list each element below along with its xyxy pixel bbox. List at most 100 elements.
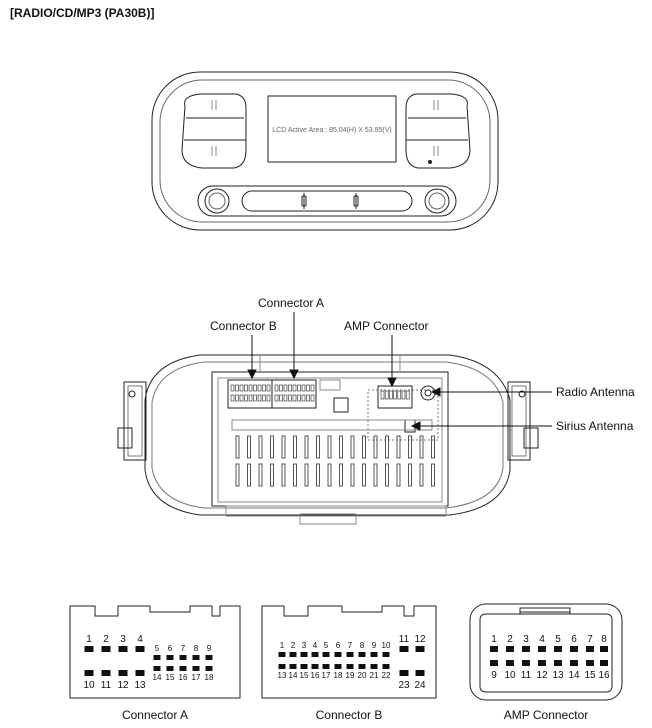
pin-number: 15	[584, 670, 596, 681]
rear-pin	[288, 394, 292, 402]
rear-pin	[389, 390, 393, 400]
pin-cavity	[334, 652, 342, 657]
fin	[293, 463, 297, 487]
rear-pin	[292, 384, 297, 392]
fin	[350, 435, 355, 459]
rear-pin	[274, 394, 279, 402]
rear-pin	[310, 394, 315, 402]
rear-pin	[292, 394, 297, 402]
connector-a-shape	[69, 605, 241, 699]
pin-number: 2	[507, 634, 513, 645]
rear-pin	[239, 394, 244, 402]
fin	[235, 463, 240, 487]
pin-number: 6	[168, 644, 173, 653]
rear-pin	[283, 384, 288, 392]
pin-number: 1	[86, 634, 92, 645]
pin-number: 22	[382, 671, 391, 680]
rear-pin	[257, 394, 262, 402]
fin	[270, 463, 274, 487]
rear-pin	[306, 394, 310, 402]
pin-cavity	[84, 646, 94, 652]
pin-number: 4	[539, 634, 545, 645]
pin-cavity	[153, 666, 161, 671]
pin-cavity	[382, 664, 390, 669]
pin-cavity	[166, 655, 174, 660]
pin-cavity	[346, 652, 354, 657]
rear-pin	[239, 384, 244, 392]
fin	[258, 463, 263, 487]
connector-b-shape	[261, 605, 437, 699]
pin-cavity	[506, 646, 514, 652]
pin-cavity	[179, 666, 187, 671]
pin-number: 19	[346, 671, 355, 680]
rear-connector-pins	[230, 384, 410, 402]
pin-cavity	[346, 664, 354, 669]
fin	[327, 463, 332, 487]
rear-pin	[301, 384, 306, 392]
page-title: [RADIO/CD/MP3 (PA30B)]	[10, 6, 155, 20]
rear-pin	[401, 390, 406, 400]
sirius-antenna-label: Sirius Antenna	[556, 419, 634, 433]
fin	[396, 463, 401, 487]
fin	[431, 435, 435, 459]
pin-cavity	[192, 655, 200, 660]
fin	[373, 463, 378, 487]
pin-number: 9	[491, 670, 497, 681]
fin	[408, 435, 412, 459]
rear-pin	[279, 384, 283, 392]
pin-cavity	[399, 670, 409, 676]
pin-cavity	[538, 660, 546, 666]
rear-pin	[380, 390, 385, 400]
rear-pin	[279, 394, 283, 402]
pin-number: 10	[504, 670, 516, 681]
pin-number: 16	[311, 671, 320, 680]
pin-cavity	[192, 666, 200, 671]
rear-pin	[262, 384, 266, 392]
rear-pin	[266, 394, 271, 402]
pin-number: 5	[324, 641, 329, 650]
pin-number: 4	[313, 641, 318, 650]
pin-number: 2	[291, 641, 296, 650]
rear-pin	[405, 390, 410, 400]
pin-number: 7	[348, 641, 353, 650]
fin	[316, 463, 320, 487]
pin-cavity	[586, 660, 594, 666]
rear-pin	[297, 394, 301, 402]
radio-antenna-label: Radio Antenna	[556, 385, 635, 399]
pin-cavity	[554, 646, 562, 652]
pin-cavity	[153, 655, 161, 660]
pin-cavity	[358, 664, 366, 669]
pin-cavity	[300, 664, 308, 669]
pin-number: 14	[153, 673, 162, 682]
pin-cavity	[506, 660, 514, 666]
pin-cavity	[300, 652, 308, 657]
pin-number: 13	[552, 670, 564, 681]
pin-number: 10	[83, 680, 95, 691]
pin-number: 13	[134, 680, 146, 691]
lcd-text: LCD Active Area : 85.04(H) X 53.85(V)	[272, 127, 391, 134]
fin	[431, 463, 435, 487]
pin-number: 8	[601, 634, 607, 645]
pin-cavity	[370, 664, 378, 669]
rear-pin	[274, 384, 279, 392]
pin-cavity	[522, 646, 530, 652]
fin	[316, 435, 320, 459]
pin-cavity	[570, 646, 578, 652]
pin-number: 2	[103, 634, 109, 645]
pin-cavity	[538, 646, 546, 652]
pin-number: 12	[117, 680, 129, 691]
pin-number: 11	[521, 670, 532, 681]
rear-pin	[244, 384, 248, 392]
pin-cavity	[554, 660, 562, 666]
pin-cavity	[118, 646, 128, 652]
pin-cavity	[289, 664, 297, 669]
fin	[293, 435, 297, 459]
rear-pin	[384, 390, 389, 400]
pin-number: 12	[536, 670, 548, 681]
rear-pin	[257, 384, 262, 392]
right-button-cluster	[405, 93, 471, 169]
rear-pin	[235, 394, 239, 402]
fin	[408, 463, 412, 487]
fin	[281, 463, 286, 487]
